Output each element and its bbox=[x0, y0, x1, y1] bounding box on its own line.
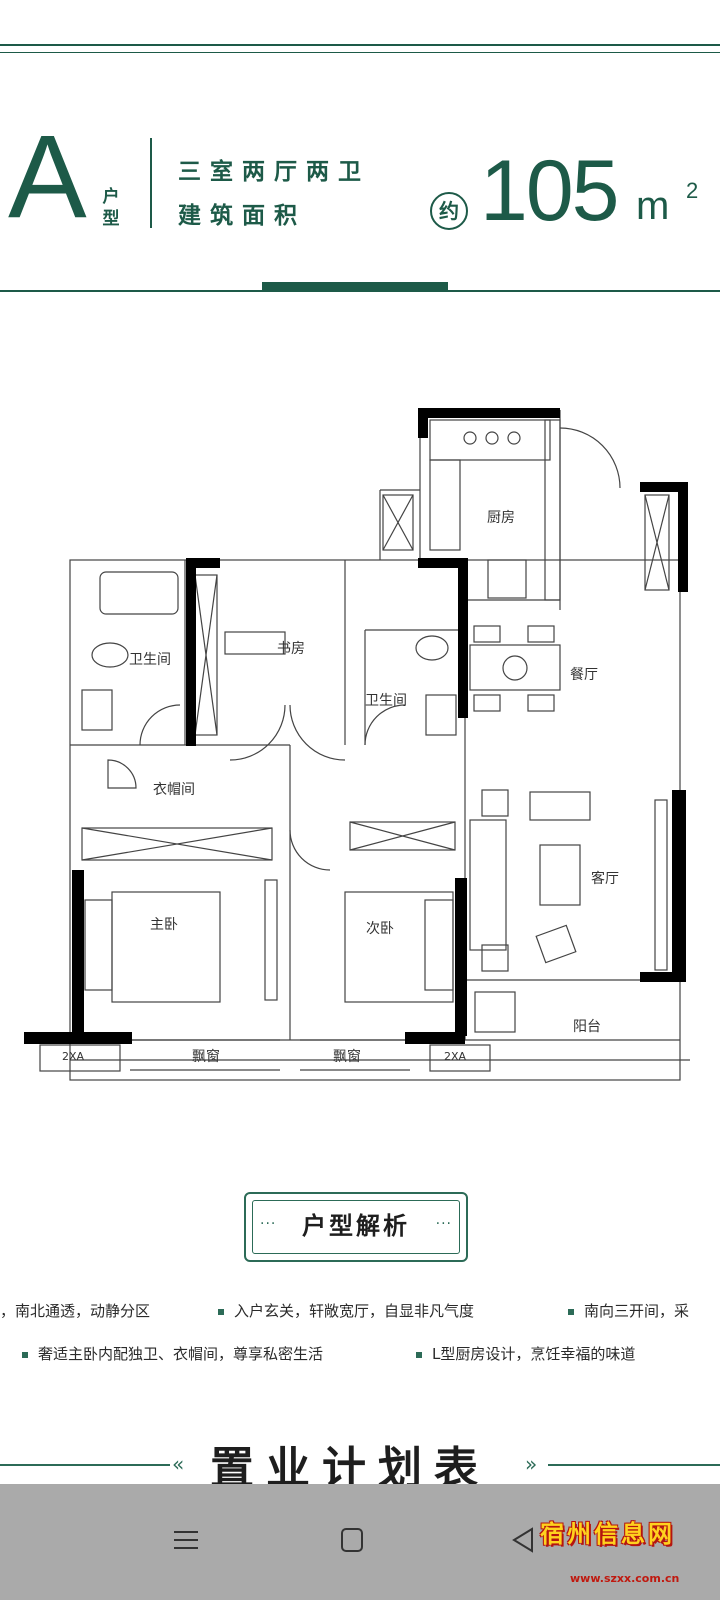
system-nav-bar bbox=[0, 1484, 720, 1600]
room-master-bedroom: 主卧 bbox=[150, 917, 178, 933]
unit-type-letter: A bbox=[8, 111, 87, 243]
plan-title-line-right bbox=[548, 1464, 720, 1466]
bullet-icon bbox=[218, 1308, 224, 1315]
analysis-title-dots-left: ··· bbox=[260, 1216, 277, 1232]
menu-icon[interactable] bbox=[166, 1520, 206, 1560]
room-living: 客厅 bbox=[591, 871, 619, 887]
bullet-icon bbox=[568, 1308, 574, 1315]
analysis-title-box: ··· 户型解析 ··· bbox=[244, 1192, 468, 1262]
home-icon[interactable] bbox=[332, 1520, 372, 1560]
approx-badge: 约 bbox=[430, 192, 468, 230]
home-icon-glyph bbox=[341, 1528, 363, 1552]
analysis-title: 户型解析 bbox=[302, 1212, 410, 1240]
analysis-title-inner-frame bbox=[252, 1200, 460, 1254]
header-bottom-accent bbox=[262, 282, 448, 290]
menu-icon-glyph bbox=[174, 1531, 198, 1549]
room-study: 书房 bbox=[277, 641, 305, 657]
feature-item: ，南北通透，动静分区 bbox=[0, 1302, 151, 1320]
bullet-icon bbox=[416, 1351, 422, 1358]
analysis-title-dots-right: ··· bbox=[435, 1216, 452, 1232]
unit-type-label: 户型 bbox=[102, 187, 120, 229]
room-balcony: 阳台 bbox=[573, 1019, 601, 1035]
room-bay-window-right: 飘窗 bbox=[333, 1049, 361, 1065]
room-bathroom-left: 卫生间 bbox=[129, 652, 171, 668]
floor-plan: 厨房 书房 卫生间 卫生间 餐厅 衣帽间 客厅 主卧 次卧 阳台 飘窗 飘窗 2… bbox=[0, 400, 720, 1100]
area-unit-superscript: 2 bbox=[686, 178, 699, 203]
ac-unit-right: 2XA bbox=[444, 1050, 467, 1063]
site-watermark-url: www.szxx.com.cn bbox=[570, 1572, 680, 1585]
chevron-left-icon: « bbox=[172, 1452, 185, 1476]
room-bay-window-left: 飘窗 bbox=[192, 1049, 220, 1065]
header-divider bbox=[150, 138, 152, 228]
room-bathroom-middle: 卫生间 bbox=[365, 693, 407, 709]
room-kitchen: 厨房 bbox=[487, 510, 515, 526]
area-label: 建筑面积 bbox=[178, 203, 306, 229]
feature-item: 南向三开间，采 bbox=[568, 1300, 689, 1321]
room-config: 三室两厅两卫 bbox=[178, 159, 370, 185]
header-top-line bbox=[0, 44, 720, 46]
site-watermark: 宿州信息网 bbox=[540, 1520, 675, 1548]
back-icon-glyph bbox=[512, 1527, 533, 1553]
header-bottom-line bbox=[0, 290, 720, 292]
area-value: 105 bbox=[480, 143, 619, 239]
area-unit: m bbox=[636, 184, 670, 228]
bullet-icon bbox=[22, 1351, 28, 1358]
feature-item: L型厨房设计，烹饪幸福的味道 bbox=[416, 1343, 635, 1364]
ac-unit-left: 2XA bbox=[62, 1050, 85, 1063]
floor-plan-drawing bbox=[24, 408, 690, 1081]
back-icon[interactable] bbox=[504, 1520, 544, 1560]
feature-item: 奢适主卧内配独卫、衣帽间，尊享私密生活 bbox=[22, 1343, 323, 1364]
room-closet: 衣帽间 bbox=[153, 782, 195, 798]
feature-item: 入户玄关，轩敞宽厅，自显非凡气度 bbox=[218, 1300, 474, 1321]
room-dining: 餐厅 bbox=[570, 667, 598, 683]
header-top-line-thin bbox=[0, 52, 720, 53]
plan-title-line-left bbox=[0, 1464, 170, 1466]
room-second-bedroom: 次卧 bbox=[366, 921, 394, 937]
chevron-right-icon: » bbox=[525, 1452, 538, 1476]
